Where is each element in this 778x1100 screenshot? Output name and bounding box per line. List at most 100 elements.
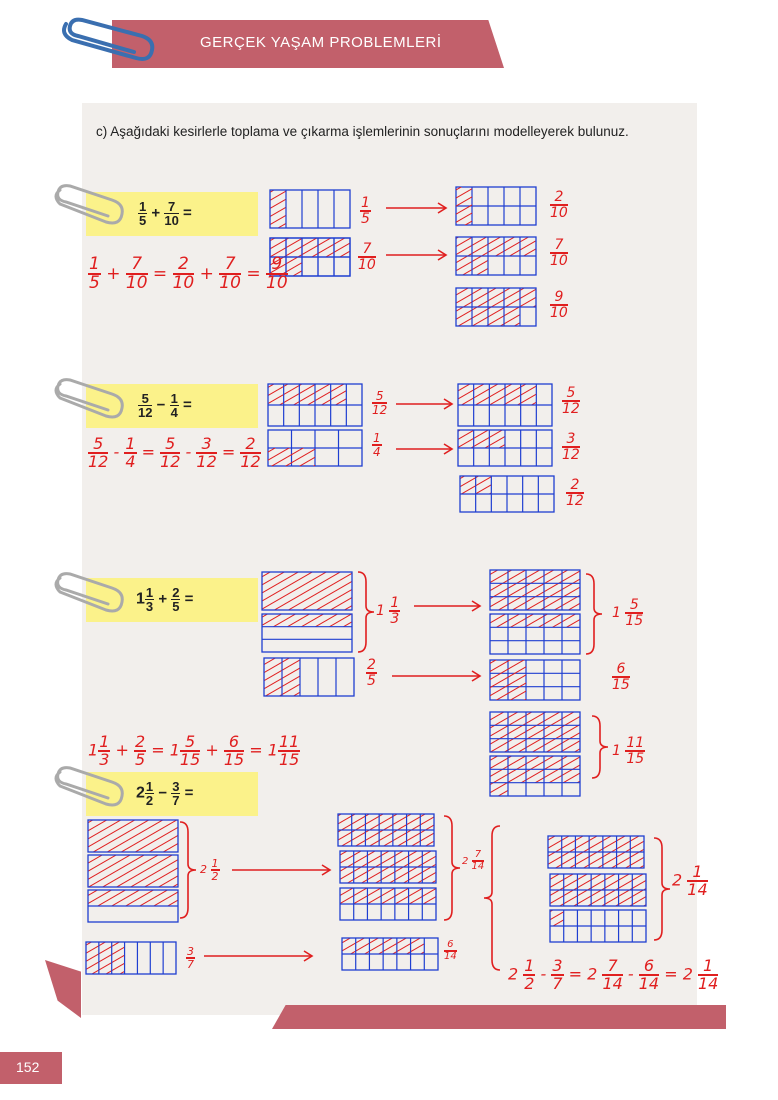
- model-p2-r1-shaded-cell: [505, 384, 521, 405]
- model-p1-r3-shaded-cell: [488, 307, 504, 326]
- model-p4-whole-1: [87, 819, 179, 853]
- model-p2-r2-shaded-cell: [489, 430, 505, 448]
- model-p3-r1-fifteenths-shaded-cell: [508, 614, 526, 628]
- footer-band: [272, 1005, 726, 1029]
- model-p1-r3-shaded-cell: [504, 307, 520, 326]
- model-p3-r3-part-shaded-cell: [508, 769, 526, 783]
- brace-p3-right-2: [591, 715, 609, 779]
- model-p1-r2-shaded-cell: [504, 237, 520, 256]
- model-p2-r3-shaded-cell: [460, 476, 476, 494]
- model-p4-sevenths: [85, 941, 177, 975]
- model-p2-r1-shaded-cell: [489, 384, 505, 405]
- brace-p4-mid: [443, 815, 461, 921]
- model-p2-twelfths-shaded-cell: [299, 384, 315, 405]
- model-p1-r2-shaded-cell: [456, 237, 472, 256]
- model-p1-r2-shaded-cell: [472, 256, 488, 275]
- brace-p4-left: [179, 821, 197, 919]
- model-p2-twelfths-shaded-cell: [330, 384, 347, 405]
- model-p3-fifths: [263, 657, 355, 697]
- model-p3-r1-fifteenths: [489, 613, 581, 655]
- instruction-text: c) Aşağıdaki kesirlerle toplama ve çıkar…: [96, 124, 629, 139]
- model-p2-r2-shaded-cell: [458, 430, 474, 448]
- paperclip-icon: [62, 17, 155, 61]
- model-p1-fifths-shaded: [270, 190, 286, 228]
- model-p1-tenths-shaded-shaded-cell: [270, 257, 286, 276]
- model-p1-r3-shaded-cell: [472, 307, 488, 326]
- model-p2-r1-shaded-cell: [458, 384, 474, 405]
- model-p4-m4-shaded-cell: [342, 938, 356, 954]
- header-band: [112, 20, 504, 68]
- page-number: 152: [16, 1059, 40, 1075]
- model-p4-m3-shaded-cell: [408, 888, 423, 904]
- model-p3-r3-whole: [489, 711, 581, 753]
- model-p2-r1-shaded-cell: [520, 384, 537, 405]
- model-p3-r3-whole-shaded: [490, 712, 580, 752]
- model-p4-m4-shaded-cell: [410, 938, 425, 954]
- model-p2-twelfths-shaded-cell: [268, 384, 284, 405]
- model-p4-m3-shaded-cell: [367, 888, 382, 904]
- model-p4-whole-2: [87, 854, 179, 888]
- model-p1-r3-shaded-cell: [488, 288, 504, 307]
- model-p1-r2-shaded-cell: [472, 237, 488, 256]
- model-p3-r1-whole: [489, 569, 581, 611]
- model-p1-tenths-shaded-shaded-cell: [302, 238, 318, 257]
- model-p3-r3-part-shaded-cell: [526, 769, 544, 783]
- model-p1-r3-shaded-cell: [472, 288, 488, 307]
- page-number-box: 152: [0, 1052, 62, 1084]
- model-p3-r1-fifteenths-shaded-cell: [526, 614, 544, 628]
- model-p3-whole-shaded: [262, 572, 352, 610]
- model-p4-r3-shaded-cell: [550, 910, 564, 926]
- page-header-title: GERÇEK YAŞAM PROBLEMLERİ: [200, 34, 442, 51]
- brace-p4-right: [653, 837, 671, 941]
- model-p3-r3-part-shaded-cell: [490, 756, 508, 770]
- model-p1-tenths-shaded-shaded-cell: [318, 238, 334, 257]
- model-p3-whole: [261, 571, 353, 611]
- model-p4-m3-shaded-cell: [340, 888, 354, 904]
- model-p1-r3-shaded-cell: [456, 307, 472, 326]
- model-p4-m3-shaded-cell: [394, 888, 409, 904]
- model-p4-m3-shaded-cell: [422, 888, 436, 904]
- model-p3-r3-part-shaded-cell: [544, 769, 562, 783]
- model-p2-twelfths-shaded-cell: [315, 384, 331, 405]
- model-p3-r3-part-shaded-cell: [490, 769, 508, 783]
- paperclip-icon: [54, 572, 124, 613]
- model-p3-r3-part-shaded-cell: [526, 756, 544, 770]
- model-p3-r1-fifteenths-shaded-cell: [490, 614, 508, 628]
- model-p3-r3-part-shaded-cell: [490, 782, 508, 796]
- model-p4-m4-shaded-cell: [396, 938, 411, 954]
- model-p1-r2-shaded-cell: [488, 237, 504, 256]
- model-p1-r3-shaded-cell: [504, 288, 520, 307]
- model-p1-fifths: [269, 189, 351, 229]
- model-p1-tenths-shaded-shaded-cell: [286, 238, 302, 257]
- model-p3-r3-part-shaded-cell: [544, 756, 562, 770]
- model-p3-thirds-shaded: [262, 614, 352, 627]
- model-p1-tenths-shaded-shaded-cell: [334, 238, 350, 257]
- paperclip-icon: [54, 184, 124, 225]
- model-p2-twelfths-shaded-cell: [283, 384, 300, 405]
- model-p1-r2-shaded-cell: [520, 237, 536, 256]
- model-p4-whole-1-shaded: [88, 820, 178, 852]
- model-p3-r3-part-shaded-cell: [562, 756, 580, 770]
- model-p4-m4-shaded-cell: [383, 938, 397, 954]
- model-p2-r3-shaded-cell: [475, 476, 492, 494]
